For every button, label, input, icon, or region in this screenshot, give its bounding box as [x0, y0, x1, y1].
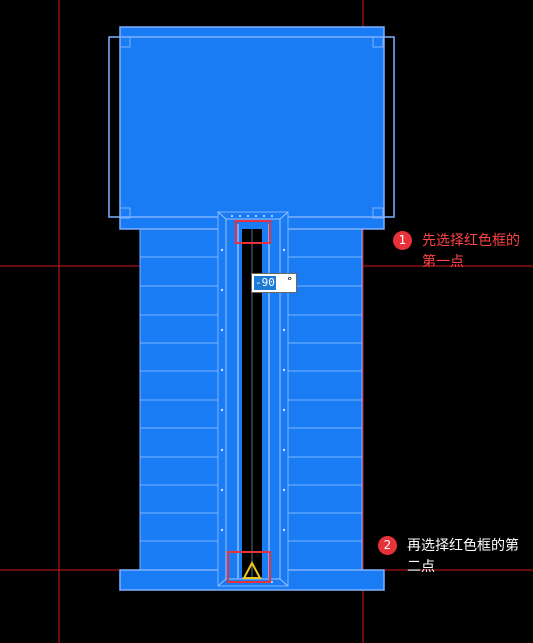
angle-input[interactable]: -90 ° [251, 273, 297, 293]
slot-frame-chamfers [217, 211, 289, 587]
top-cap[interactable] [119, 26, 385, 230]
angle-unit: ° [286, 275, 293, 288]
second-point-highlight[interactable] [227, 551, 271, 583]
angle-value[interactable]: -90 [254, 276, 276, 290]
cap-corner-marks [119, 36, 384, 219]
step-1-number: 1 [393, 231, 412, 250]
step-2-text: 再选择红色框的第二点 [407, 538, 519, 575]
step-1-text: 先选择红色框的第一点 [422, 233, 520, 270]
step-1-annotation: 1 先选择红色框的第一点 [393, 231, 532, 273]
step-2-number: 2 [378, 536, 397, 555]
first-point-highlight[interactable] [235, 220, 271, 244]
step-2-annotation: 2 再选择红色框的第二点 [378, 536, 527, 578]
triangle-marker-icon [242, 560, 262, 579]
